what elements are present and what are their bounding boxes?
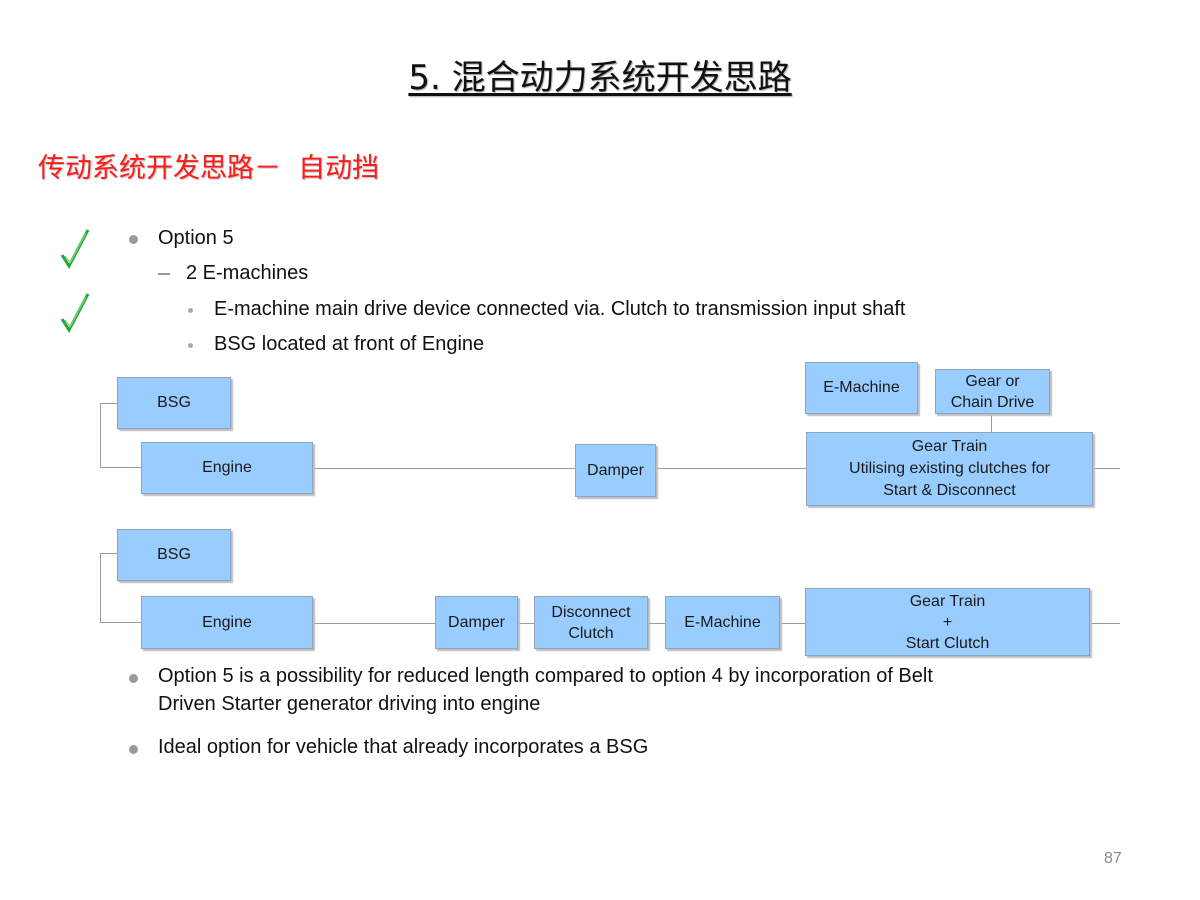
box-label-line: Gear Train — [911, 438, 988, 455]
box-label-line: Disconnect — [551, 603, 631, 621]
box-label-line: Clutch — [568, 624, 614, 642]
box-label-line: Gear or — [965, 372, 1020, 390]
connector-line — [648, 623, 665, 624]
note-reduced-length-line1: Option 5 is a possibility for reduced le… — [158, 665, 933, 687]
box-label: BSG — [157, 394, 191, 411]
box-label-line: Gear Train — [909, 592, 986, 610]
diagram1-gear-train-box: Gear Train Utilising existing clutches f… — [806, 432, 1093, 506]
note-reduced-length-line2: Driven Starter generator driving into en… — [158, 693, 541, 715]
check-mark-icon — [60, 293, 90, 333]
note-ideal-option: Ideal option for vehicle that already in… — [158, 736, 649, 758]
box-label: Engine — [202, 459, 252, 476]
connector-line — [518, 623, 534, 624]
diagram2-gear-train-box: Gear Train + Start Clutch — [805, 588, 1090, 656]
connector-line — [100, 553, 101, 623]
box-label-line: Chain Drive — [950, 393, 1035, 411]
connector-line — [1090, 623, 1120, 624]
connector-line — [313, 623, 435, 624]
diagram1-emachine-box: E-Machine — [805, 362, 918, 414]
check-mark-icon — [60, 229, 90, 269]
bullet-dot — [129, 745, 138, 754]
diagram2-disconnect-clutch-box: Disconnect Clutch — [534, 596, 648, 649]
connector-line — [313, 468, 806, 469]
connector-line — [100, 553, 117, 554]
box-label: Damper — [448, 613, 505, 631]
bullet-main-drive: E-machine main drive device connected vi… — [214, 298, 906, 320]
bullet-small-dot — [188, 308, 193, 313]
connector-line — [991, 414, 992, 432]
diagram2-bsg-box: BSG — [117, 529, 231, 581]
box-label: E-Machine — [684, 613, 761, 631]
bullet-emachines: 2 E-machines — [186, 262, 309, 284]
slide-subtitle: 传动系统开发思路－ 自动挡 — [38, 153, 380, 184]
bullet-option: Option 5 — [158, 227, 234, 249]
box-label: E-Machine — [823, 379, 900, 396]
connector-line — [780, 623, 805, 624]
box-label-line: Start Clutch — [905, 634, 990, 652]
box-label-line: Start & Disconnect — [883, 482, 1016, 499]
page-number: 87 — [1104, 850, 1122, 867]
connector-line — [100, 403, 117, 404]
diagram1-bsg-box: BSG — [117, 377, 231, 429]
bullet-bsg-location: BSG located at front of Engine — [214, 333, 485, 355]
bullet-small-dot — [188, 343, 193, 348]
slide-title: 5. 混合动力系统开发思路 — [408, 58, 792, 98]
bullet-dot — [129, 235, 138, 244]
bullet-dot — [129, 674, 138, 683]
box-label-line: Utilising existing clutches for — [849, 460, 1050, 477]
connector-line — [100, 467, 141, 468]
diagram2-emachine-box: E-Machine — [665, 596, 780, 649]
diagram1-engine-box: Engine — [141, 442, 313, 494]
box-label: Engine — [202, 613, 252, 631]
connector-line — [1093, 468, 1120, 469]
box-label: Damper — [587, 461, 644, 479]
diagram2-damper-box: Damper — [435, 596, 518, 649]
box-label: BSG — [157, 546, 191, 563]
bullet-dash — [158, 273, 170, 275]
diagram2-engine-box: Engine — [141, 596, 313, 649]
diagram1-damper-box: Damper — [575, 444, 656, 497]
connector-line — [100, 622, 141, 623]
connector-line — [100, 403, 101, 468]
diagram1-gear-chain-box: Gear or Chain Drive — [935, 369, 1050, 414]
box-label-line: + — [942, 613, 953, 631]
